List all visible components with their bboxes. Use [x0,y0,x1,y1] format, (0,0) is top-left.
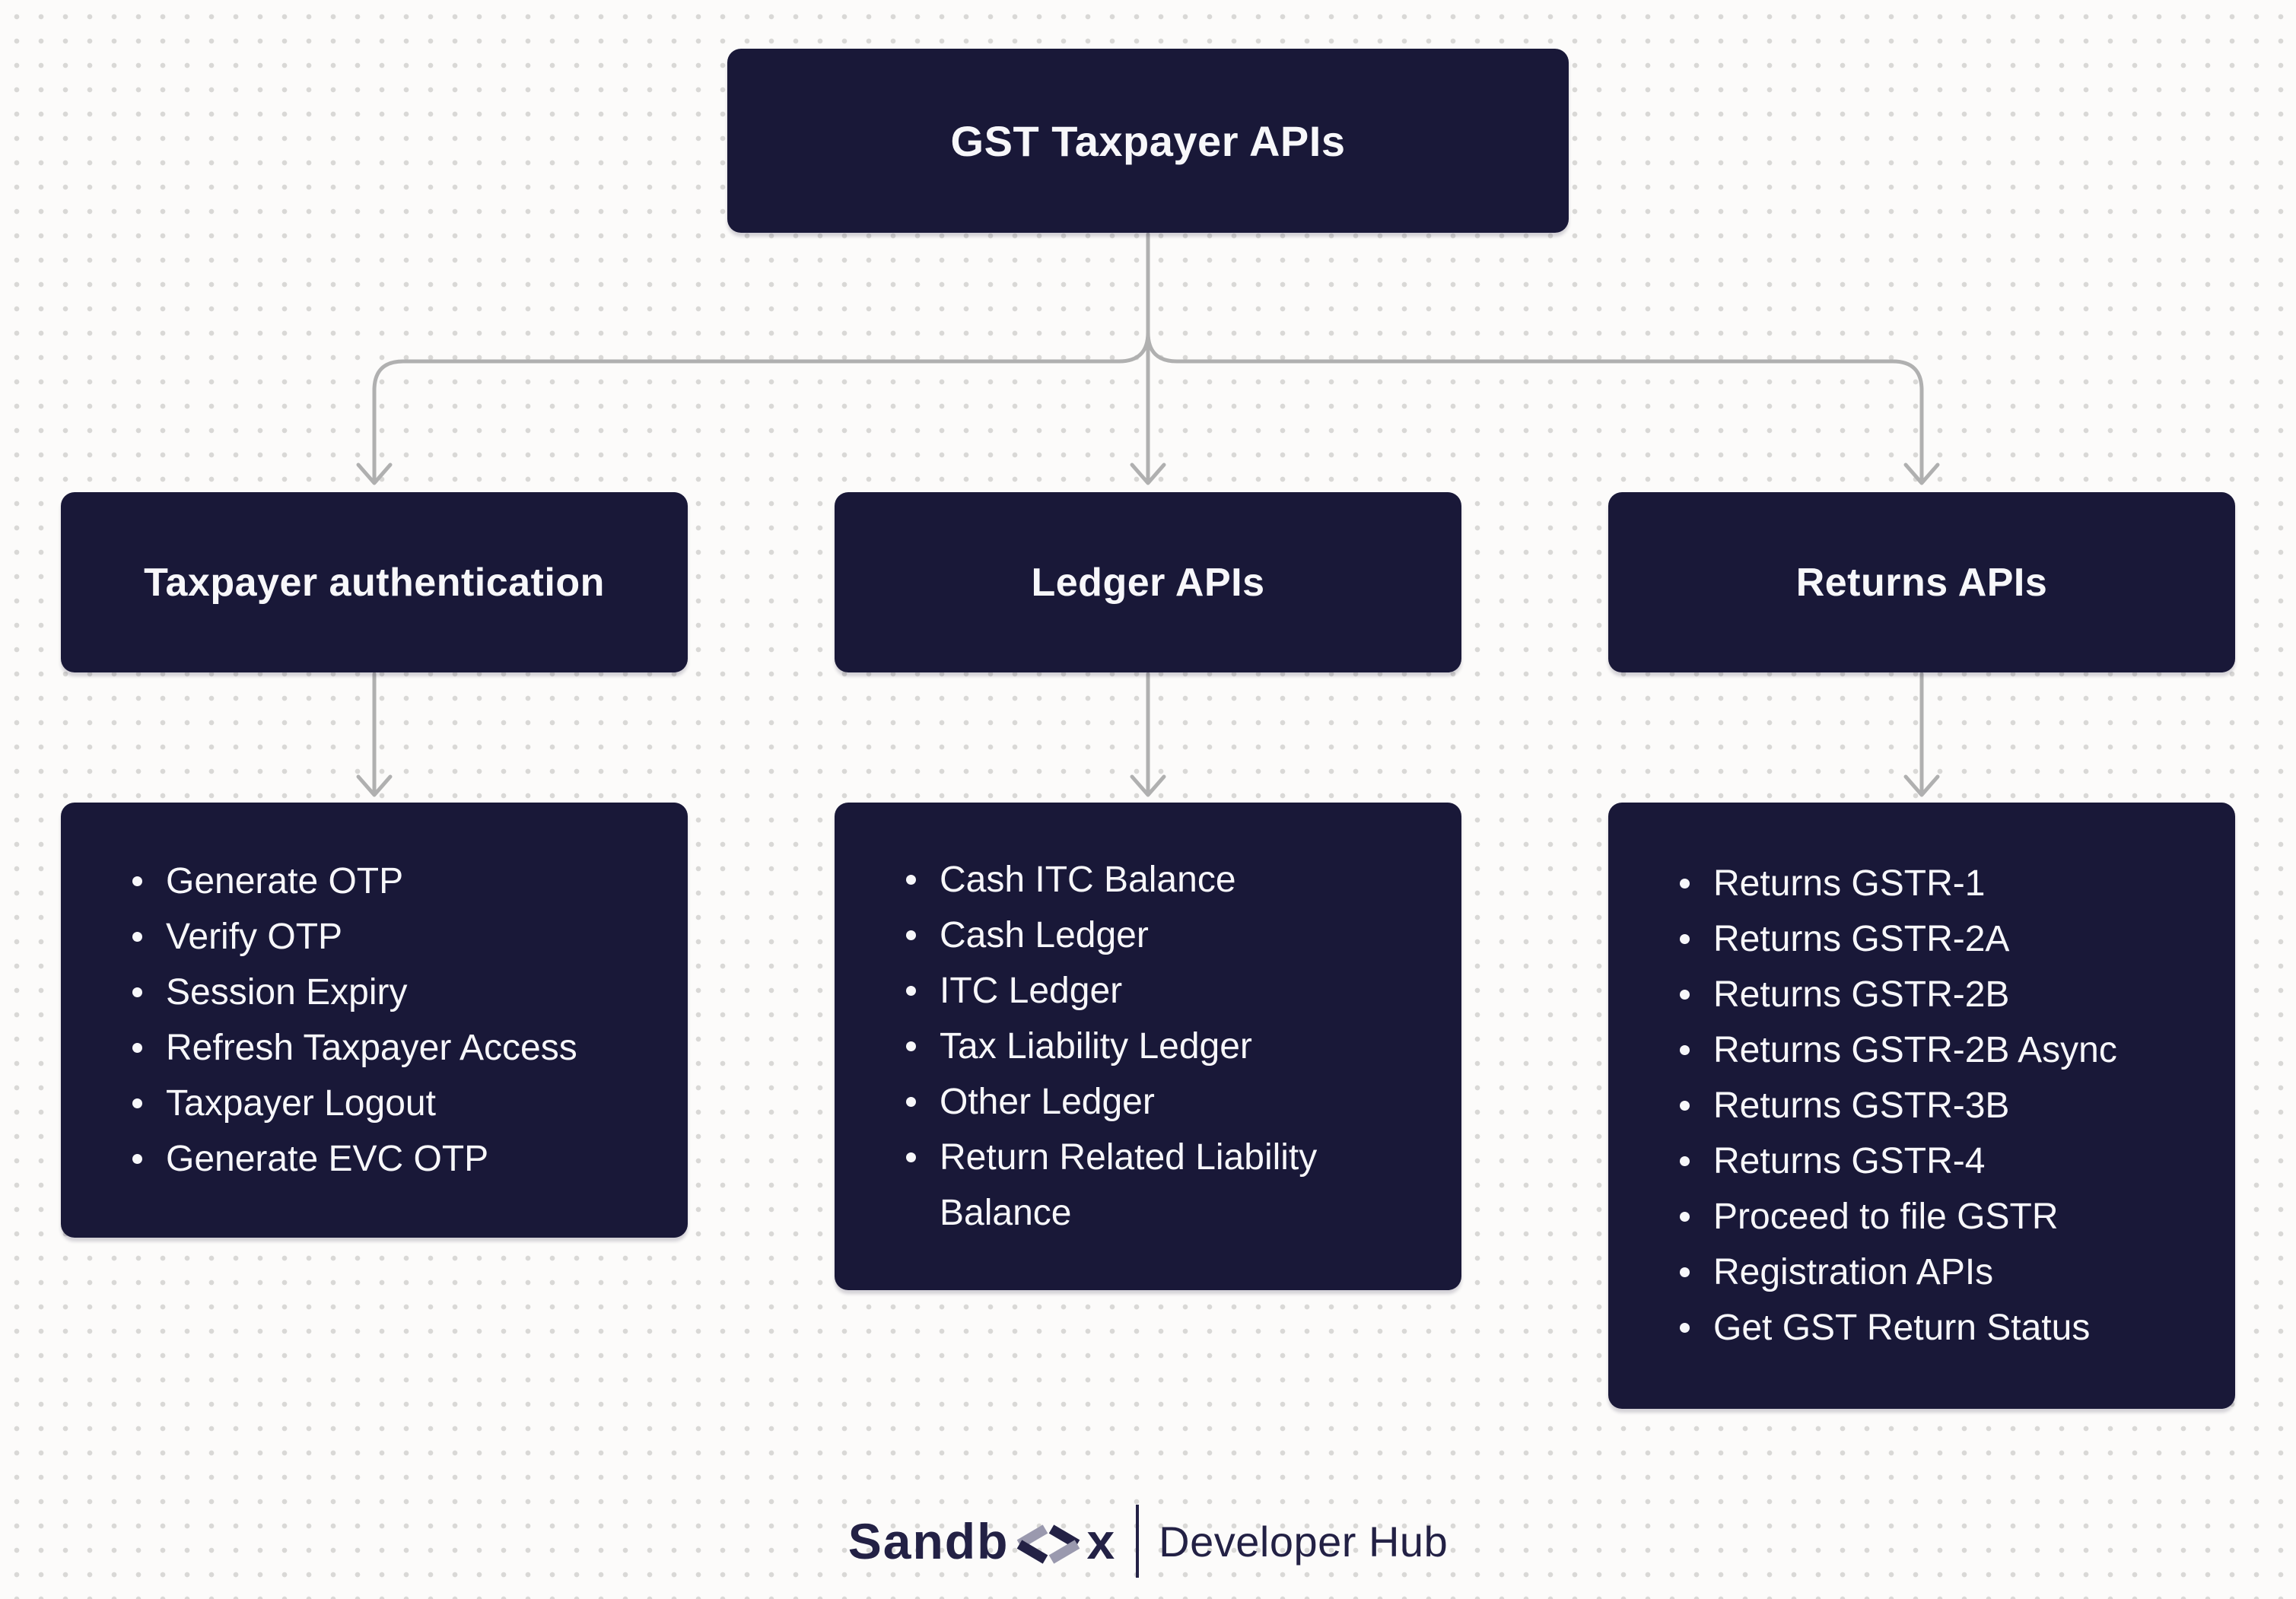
logo-divider [1136,1505,1140,1578]
branch-node-returns-apis: Returns APIs [1608,492,2235,672]
connector-root-to-left [372,330,1150,485]
branch-node-title: Taxpayer authentication [144,560,605,605]
list-item: Generate EVC OTP [61,1131,688,1187]
list-item: Returns GSTR-2B Async [1608,1022,2235,1078]
list-item: Returns GSTR-4 [1608,1133,2235,1189]
list-item: Registration APIs [1608,1245,2235,1300]
list-item: Verify OTP [61,909,688,965]
list-item: Returns GSTR-3B [1608,1078,2235,1133]
root-node-gst-taxpayer-apis: GST Taxpayer APIs [727,49,1569,233]
arrowhead-left-branch [356,463,393,485]
arrowhead-right-branch [1903,463,1940,485]
developer-hub-label: Developer Hub [1159,1518,1449,1566]
branch-node-title: Ledger APIs [1031,560,1265,605]
arrowhead-left-list [356,774,393,797]
root-node-title: GST Taxpayer APIs [950,116,1346,165]
list-item: Other Ledger [835,1074,1461,1130]
branch-node-title: Returns APIs [1795,560,2048,605]
list-item: Generate OTP [61,854,688,909]
list-item: ITC Ledger [835,963,1461,1019]
list-item: Refresh Taxpayer Access [61,1020,688,1076]
branch-node-ledger-apis: Ledger APIs [835,492,1461,672]
list-item: Returns GSTR-2B [1608,967,2235,1022]
list-item: Return Related Liability Balance [835,1130,1461,1241]
arrowhead-middle-list [1130,774,1166,797]
wordmark-prefix: Sandb [847,1513,1010,1569]
list-item: Proceed to file GSTR [1608,1189,2235,1245]
arrowhead-right-list [1903,774,1940,797]
list-item: Cash Ledger [835,908,1461,963]
list-item: Cash ITC Balance [835,852,1461,908]
list-item: Taxpayer Logout [61,1076,688,1131]
code-chevrons-icon [1017,1524,1080,1564]
branch-node-taxpayer-authentication: Taxpayer authentication [61,492,688,672]
list-item: Tax Liability Ledger [835,1019,1461,1074]
list-item: Returns GSTR-2A [1608,911,2235,967]
wordmark-suffix: x [1086,1513,1117,1569]
footer-logo: Sandb x Developer Hub [0,1505,2296,1578]
sandbox-wordmark: Sandb x [848,1516,1116,1566]
arrowhead-middle-branch [1130,463,1166,485]
list-item: Returns GSTR-1 [1608,856,2235,911]
list-item: Session Expiry [61,965,688,1020]
connector-root-to-right [1146,330,1924,485]
list-item: Get GST Return Status [1608,1300,2235,1356]
